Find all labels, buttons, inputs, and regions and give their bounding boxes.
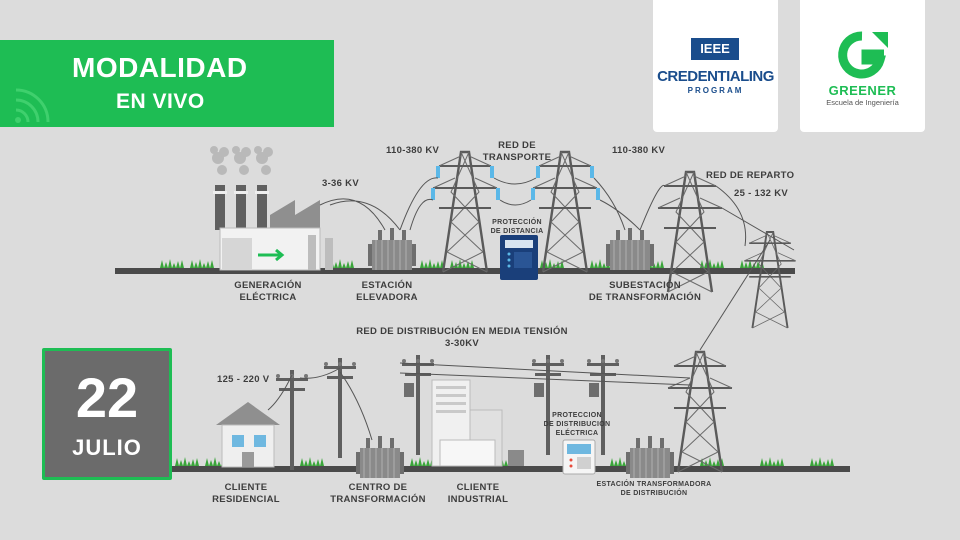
- distribution-center-transformer: [355, 435, 405, 479]
- greener-name: GREENER: [828, 83, 897, 98]
- industrial-building: [431, 379, 503, 467]
- ieee-credentialing-text: CREDENTIALING: [657, 68, 774, 85]
- ieee-program-text: PROGRAM: [687, 86, 744, 95]
- substation-transformer: [605, 227, 655, 271]
- tower-5: [666, 350, 734, 474]
- date-box: 22 JULIO: [42, 348, 172, 480]
- ieee-logo-card: IEEE CREDENTIALING PROGRAM: [653, 0, 778, 132]
- label-volt-125-220: 125 - 220 V: [217, 374, 270, 385]
- ieee-logo-text: IEEE: [691, 38, 739, 60]
- banner-subtitle: EN VIVO: [116, 90, 205, 113]
- tower-2: [531, 150, 599, 274]
- lower-ground: [170, 466, 850, 472]
- label-red-reparto: RED DE REPARTO: [706, 170, 795, 181]
- label-volt-25-132: 25 - 132 KV: [734, 188, 788, 199]
- power-plant: [210, 146, 333, 271]
- label-volt-110-380-b: 110-380 KV: [612, 145, 666, 156]
- broadcast-icon: [15, 88, 50, 123]
- banner-title: MODALIDAD: [72, 52, 248, 83]
- upper-ground: [115, 268, 795, 274]
- distance-relay: [500, 235, 538, 280]
- distribution-protection-device: [562, 439, 596, 475]
- label-volt-3-36: 3-36 KV: [322, 178, 359, 189]
- distribution-station-transformer: [625, 435, 675, 479]
- live-mode-banner: MODALIDAD EN VIVO: [0, 40, 334, 127]
- date-month: JULIO: [72, 435, 142, 460]
- date-day: 22: [75, 366, 139, 429]
- greener-logo-icon: [838, 31, 888, 79]
- residential-house: [216, 402, 280, 468]
- greener-logo-card: GREENER Escuela de Ingeniería: [800, 0, 925, 132]
- tower-1: [431, 150, 499, 274]
- elevator-transformer: [367, 227, 417, 271]
- label-volt-110-380-a: 110-380 KV: [386, 145, 440, 156]
- greener-subtitle: Escuela de Ingeniería: [826, 98, 899, 107]
